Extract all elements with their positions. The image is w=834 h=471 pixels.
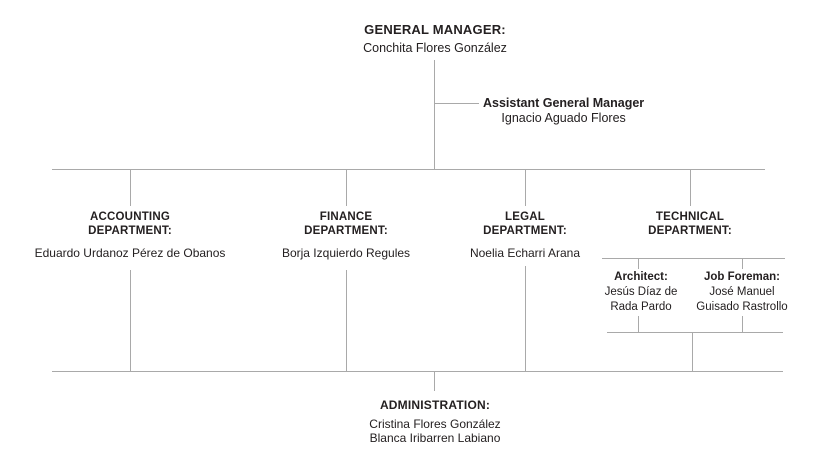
- connector-assistant-branch: [434, 103, 479, 104]
- architect-title: Architect:: [614, 271, 668, 283]
- connector-legal-drop: [525, 266, 526, 371]
- connector-finance-stub: [346, 169, 347, 206]
- node-finance-department: FINANCE DEPARTMENT: Borja Izquierdo Regu…: [282, 211, 410, 260]
- legal-title-line2: DEPARTMENT:: [483, 224, 567, 237]
- accounting-department-name: Eduardo Urdanoz Pérez de Obanos: [34, 246, 226, 260]
- node-accounting-department: ACCOUNTING DEPARTMENT: Eduardo Urdanoz P…: [35, 211, 226, 260]
- node-architect: Architect: Jesús Díaz de Rada Pardo: [605, 270, 678, 315]
- connector-gm-trunk: [434, 60, 435, 169]
- job-foreman-title: Job Foreman:: [703, 271, 781, 283]
- connector-technical-stub: [690, 169, 691, 206]
- connector-technical-subrail: [602, 258, 785, 259]
- general-manager-title: GENERAL MANAGER:: [364, 22, 506, 37]
- finance-title-line2: DEPARTMENT:: [304, 224, 388, 237]
- connector-technical-drop: [692, 332, 693, 371]
- legal-department-title: LEGAL DEPARTMENT:: [470, 211, 580, 238]
- connector-architect-stub: [638, 258, 639, 269]
- administration-name-line2: Blanca Iribarren Labiano: [369, 431, 501, 445]
- connector-accounting-stub: [130, 169, 131, 206]
- connector-accounting-drop: [130, 270, 131, 371]
- node-assistant-general-manager: Assistant General Manager Ignacio Aguado…: [483, 96, 644, 126]
- connector-finance-drop: [346, 270, 347, 371]
- job-foreman-name-line1: José Manuel: [709, 286, 775, 298]
- legal-department-name: Noelia Echarri Arana: [469, 246, 581, 260]
- architect-name-line2: Rada Pardo: [610, 301, 672, 313]
- connector-jobforeman-drop: [742, 316, 743, 333]
- technical-department-title: TECHNICAL DEPARTMENT:: [648, 211, 732, 238]
- connector-level1-rail: [52, 169, 765, 170]
- node-administration: ADMINISTRATION: Cristina Flores González…: [369, 398, 500, 445]
- node-job-foreman: Job Foreman: José Manuel Guisado Rastrol…: [696, 270, 787, 315]
- finance-title-line1: FINANCE: [319, 211, 373, 223]
- accounting-title-line2: DEPARTMENT:: [88, 224, 172, 237]
- finance-department-title: FINANCE DEPARTMENT:: [282, 211, 410, 238]
- job-foreman-name-line2: Guisado Rastrollo: [696, 301, 788, 313]
- connector-architect-drop: [638, 316, 639, 333]
- connector-technical-mergerail: [607, 332, 783, 333]
- architect-name-line1: Jesús Díaz de: [604, 286, 678, 298]
- administration-name-line1: Cristina Flores González: [369, 417, 501, 431]
- node-general-manager: GENERAL MANAGER: Conchita Flores Gonzále…: [363, 22, 507, 55]
- connector-level2-rail: [52, 371, 783, 372]
- accounting-department-title: ACCOUNTING DEPARTMENT:: [35, 211, 226, 238]
- node-technical-department: TECHNICAL DEPARTMENT:: [648, 211, 732, 238]
- connector-jobforeman-stub: [742, 258, 743, 269]
- assistant-general-manager-title: Assistant General Manager: [483, 96, 645, 110]
- finance-department-name: Borja Izquierdo Regules: [281, 246, 411, 260]
- general-manager-name: Conchita Flores González: [363, 41, 507, 55]
- node-legal-department: LEGAL DEPARTMENT: Noelia Echarri Arana: [470, 211, 580, 260]
- accounting-title-line1: ACCOUNTING: [90, 211, 170, 223]
- legal-title-line1: LEGAL: [505, 211, 545, 223]
- technical-title-line2: DEPARTMENT:: [648, 224, 732, 237]
- assistant-general-manager-name: Ignacio Aguado Flores: [501, 111, 626, 125]
- connector-legal-stub: [525, 169, 526, 206]
- technical-title-line1: TECHNICAL: [655, 211, 725, 223]
- connector-administration-stub: [434, 371, 435, 391]
- administration-title: ADMINISTRATION:: [379, 398, 491, 412]
